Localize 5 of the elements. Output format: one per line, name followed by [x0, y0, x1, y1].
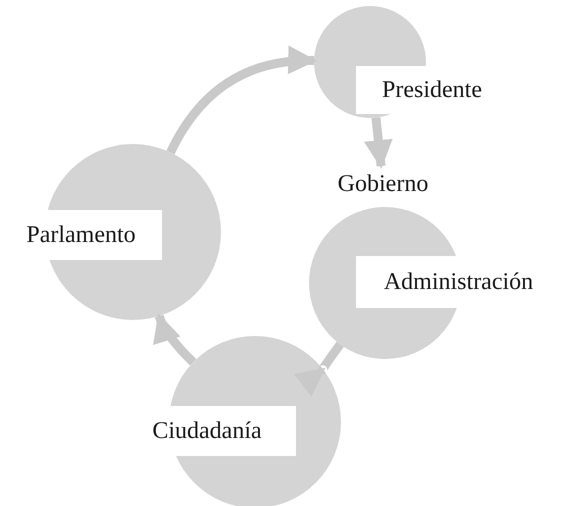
- arrow: [154, 313, 196, 366]
- label: Gobierno: [336, 170, 430, 198]
- arrow: [294, 342, 344, 395]
- arrow: [166, 46, 317, 154]
- arrow: [364, 117, 393, 169]
